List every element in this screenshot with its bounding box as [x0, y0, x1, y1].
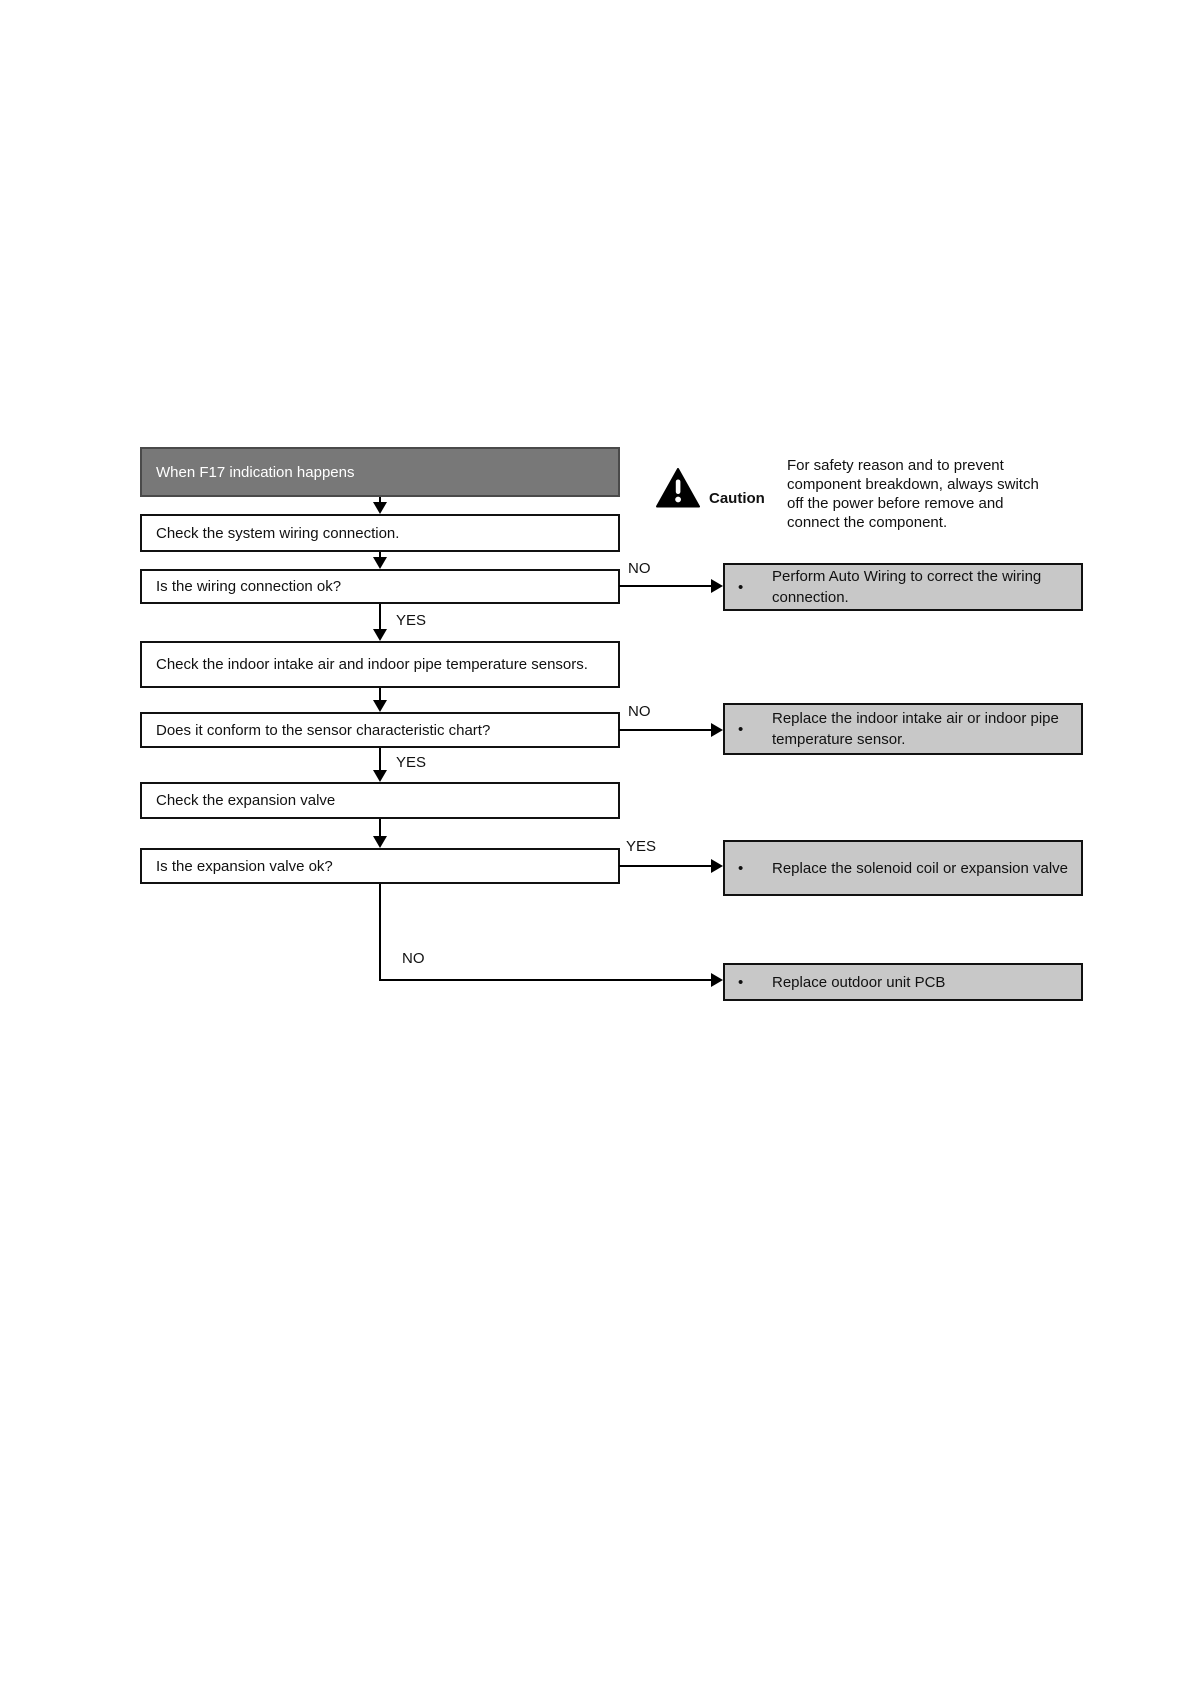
- step-check-sensors-label: Check the indoor intake air and indoor p…: [156, 656, 588, 673]
- action-replace-pcb-box: • Replace outdoor unit PCB: [723, 963, 1083, 1001]
- warning-triangle-icon: [656, 468, 700, 508]
- action-replace-sensor-label: Replace the indoor intake air or indoor …: [772, 710, 1059, 748]
- action-auto-wiring-box: • Perform Auto Wiring to correct the wir…: [723, 563, 1083, 611]
- arrow-down-icon: [373, 836, 387, 848]
- connector-line: [379, 552, 381, 560]
- arrow-down-icon: [373, 502, 387, 514]
- decision-wiring-ok-label: Is the wiring connection ok?: [156, 578, 342, 595]
- arrow-down-icon: [373, 557, 387, 569]
- branch-label-yes-chart: YES: [396, 754, 427, 771]
- connector-line: [379, 604, 381, 630]
- caution-text: For safety reason and to prevent compone…: [787, 457, 1039, 531]
- connector-line: [379, 819, 381, 837]
- branch-label-yes-wiring: YES: [396, 612, 427, 629]
- arrow-right-icon: [711, 723, 723, 737]
- step-check-wiring-label: Check the system wiring connection.: [156, 524, 400, 542]
- flow-start-label: When F17 indication happens: [156, 463, 355, 481]
- step-check-sensors-box: Check the indoor intake air and indoor p…: [140, 641, 620, 688]
- bullet-icon: •: [738, 859, 744, 877]
- bullet-icon: •: [738, 973, 744, 991]
- bullet-icon: •: [738, 720, 744, 738]
- action-replace-coil-label: Replace the solenoid coil or expansion v…: [772, 859, 1069, 877]
- step-check-wiring-box: Check the system wiring connection.: [140, 514, 620, 552]
- arrow-down-icon: [373, 700, 387, 712]
- decision-conform-chart-label: Does it conform to the sensor characteri…: [156, 721, 491, 739]
- connector-line: [379, 748, 381, 771]
- branch-label-yes-valve: YES: [626, 838, 657, 855]
- arrow-right-icon: [711, 579, 723, 593]
- connector-line: [379, 497, 381, 505]
- decision-valve-ok-label: Is the expansion valve ok?: [156, 857, 333, 875]
- decision-wiring-ok-box: Is the wiring connection ok?: [140, 569, 620, 604]
- arrow-down-icon: [373, 629, 387, 641]
- caution-label: Caution: [709, 490, 765, 507]
- connector-line: [379, 688, 381, 701]
- branch-label-no-wiring: NO: [628, 560, 651, 577]
- action-auto-wiring-label: Perform Auto Wiring to correct the wirin…: [772, 568, 1042, 606]
- caution-block: Caution: [656, 468, 765, 508]
- arrow-down-icon: [373, 770, 387, 782]
- connector-line: [379, 979, 711, 981]
- bullet-icon: •: [738, 578, 744, 596]
- connector-line: [379, 884, 381, 981]
- connector-line: [619, 585, 712, 587]
- connector-line: [619, 865, 712, 867]
- decision-valve-ok-box: Is the expansion valve ok?: [140, 848, 620, 884]
- step-check-valve-label: Check the expansion valve: [156, 792, 336, 809]
- arrow-right-icon: [711, 859, 723, 873]
- branch-label-no-chart: NO: [628, 703, 651, 720]
- action-replace-pcb-label: Replace outdoor unit PCB: [772, 973, 946, 991]
- connector-line: [619, 729, 712, 731]
- decision-conform-chart-box: Does it conform to the sensor characteri…: [140, 712, 620, 748]
- flow-start-box: When F17 indication happens: [140, 447, 620, 497]
- action-replace-coil-box: • Replace the solenoid coil or expansion…: [723, 840, 1083, 896]
- step-check-valve-box: Check the expansion valve: [140, 782, 620, 819]
- branch-label-no-valve: NO: [402, 950, 425, 967]
- action-replace-sensor-box: • Replace the indoor intake air or indoo…: [723, 703, 1083, 755]
- arrow-right-icon: [711, 973, 723, 987]
